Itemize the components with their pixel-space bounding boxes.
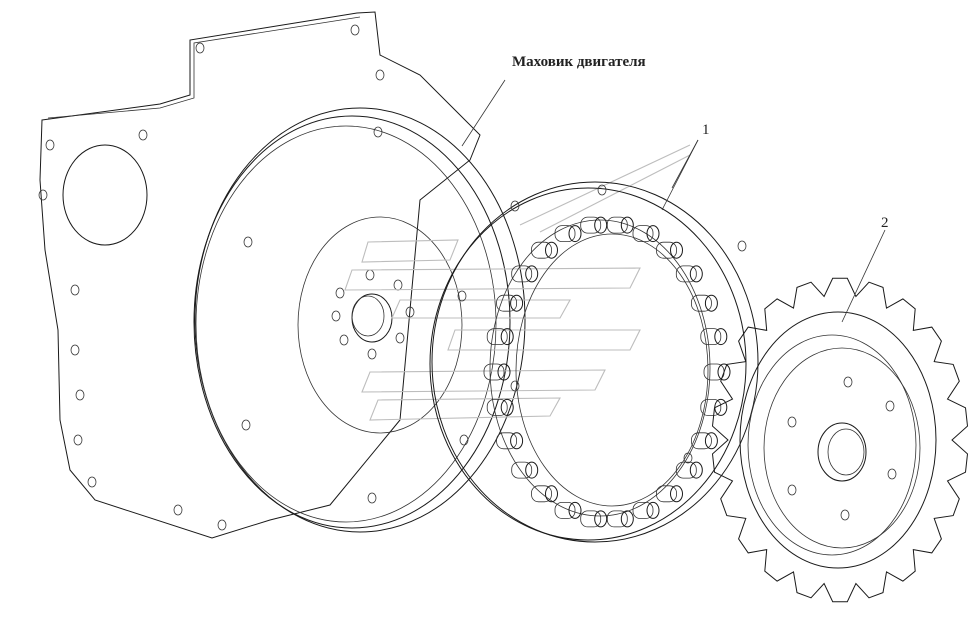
roller-body <box>511 461 533 479</box>
roller-body <box>486 328 508 346</box>
roller-body <box>675 461 697 479</box>
roller-end <box>568 225 582 243</box>
ring-rollers <box>483 216 731 528</box>
roller-end <box>714 328 728 346</box>
roller-end <box>525 461 539 479</box>
roller-end <box>704 294 718 312</box>
engine-flywheel <box>193 107 526 533</box>
leader-lines <box>461 79 886 323</box>
roller-body <box>554 501 576 519</box>
roller-body <box>700 398 722 416</box>
coupling-ring-part-1 <box>429 181 759 543</box>
roller-body <box>511 265 533 283</box>
roller-body <box>531 241 552 259</box>
roller-end <box>689 265 703 283</box>
roller-body <box>656 241 677 259</box>
part-1-label: 1 <box>702 122 710 138</box>
roller-body <box>703 363 725 381</box>
roller-end <box>620 510 634 528</box>
roller-body <box>656 485 677 503</box>
roller-end <box>717 363 731 381</box>
roller-end <box>510 294 524 312</box>
roller-end <box>510 432 524 450</box>
roller-end <box>545 485 558 503</box>
roller-body <box>700 328 722 346</box>
roller-end <box>689 461 703 479</box>
flywheel-label: Маховик двигателя <box>512 54 646 70</box>
roller-body <box>580 510 602 528</box>
roller-body <box>632 225 654 243</box>
roller-body <box>486 398 508 416</box>
roller-body <box>606 216 628 234</box>
roller-end <box>646 501 660 519</box>
roller-body <box>496 432 518 450</box>
roller-body <box>606 510 628 528</box>
roller-body <box>483 363 505 381</box>
sprocket-teeth <box>711 277 969 603</box>
roller-end <box>525 265 539 283</box>
roller-end <box>704 432 718 450</box>
roller-end <box>500 328 514 346</box>
watermark-logo <box>344 144 691 421</box>
roller-body <box>691 294 712 312</box>
roller-end <box>500 398 514 416</box>
roller-end <box>568 501 582 519</box>
roller-end <box>594 216 608 234</box>
roller-body <box>691 432 712 450</box>
roller-body <box>554 225 576 243</box>
part-2-label: 2 <box>881 215 889 231</box>
roller-body <box>531 485 552 503</box>
roller-end <box>670 485 683 503</box>
roller-end <box>620 216 634 234</box>
sprocket-outline <box>711 277 969 603</box>
roller-end <box>670 241 683 259</box>
roller-end <box>646 225 660 243</box>
roller-body <box>675 265 697 283</box>
sprocket-part-2 <box>711 277 969 603</box>
roller-end <box>594 510 608 528</box>
roller-body <box>632 501 654 519</box>
roller-end <box>497 363 511 381</box>
engine-mounting-plate <box>38 11 481 539</box>
roller-body <box>496 294 518 312</box>
roller-body <box>580 216 602 234</box>
roller-end <box>545 241 558 259</box>
